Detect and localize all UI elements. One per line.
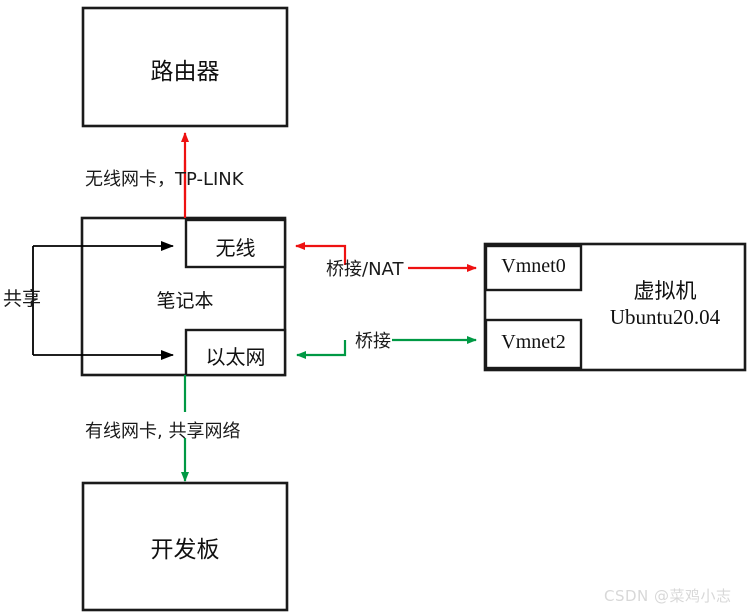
share-bracket-label: 共享 xyxy=(3,288,42,310)
vmnet0-box xyxy=(484,244,583,292)
laptop-wireless-box xyxy=(184,218,287,269)
laptop-ethernet-label: 以太网 xyxy=(205,345,266,369)
devboard-label: 开发板 xyxy=(150,537,220,563)
vmnet2-link-label: 桥接 xyxy=(355,331,391,352)
router-box xyxy=(81,6,289,128)
laptop-label: 笔记本 xyxy=(156,290,214,312)
vmnet0-link-label: 桥接/NAT xyxy=(326,259,404,280)
vmnet0-label: Vmnet0 xyxy=(501,255,566,277)
edge-vmnet0-to-wireless xyxy=(295,242,347,265)
laptop-wireless-label: 无线 xyxy=(215,236,256,260)
vm-label-line1: 虚拟机 xyxy=(633,279,697,303)
edge-vmnet2-to-ethernet xyxy=(296,340,347,359)
vmnet2-box xyxy=(484,318,583,370)
router-label: 路由器 xyxy=(150,59,220,85)
vm-label-line2: Ubuntu20.04 xyxy=(609,305,721,329)
devboard-link-label: 有线网卡, 共享网络 xyxy=(85,421,241,442)
watermark: CSDN @菜鸡小志 xyxy=(604,587,732,605)
vmnet2-label: Vmnet2 xyxy=(501,331,566,353)
devboard-box xyxy=(81,481,289,612)
laptop-ethernet-box xyxy=(184,328,287,377)
router-uplink-label: 无线网卡，TP-LINK xyxy=(85,169,244,190)
